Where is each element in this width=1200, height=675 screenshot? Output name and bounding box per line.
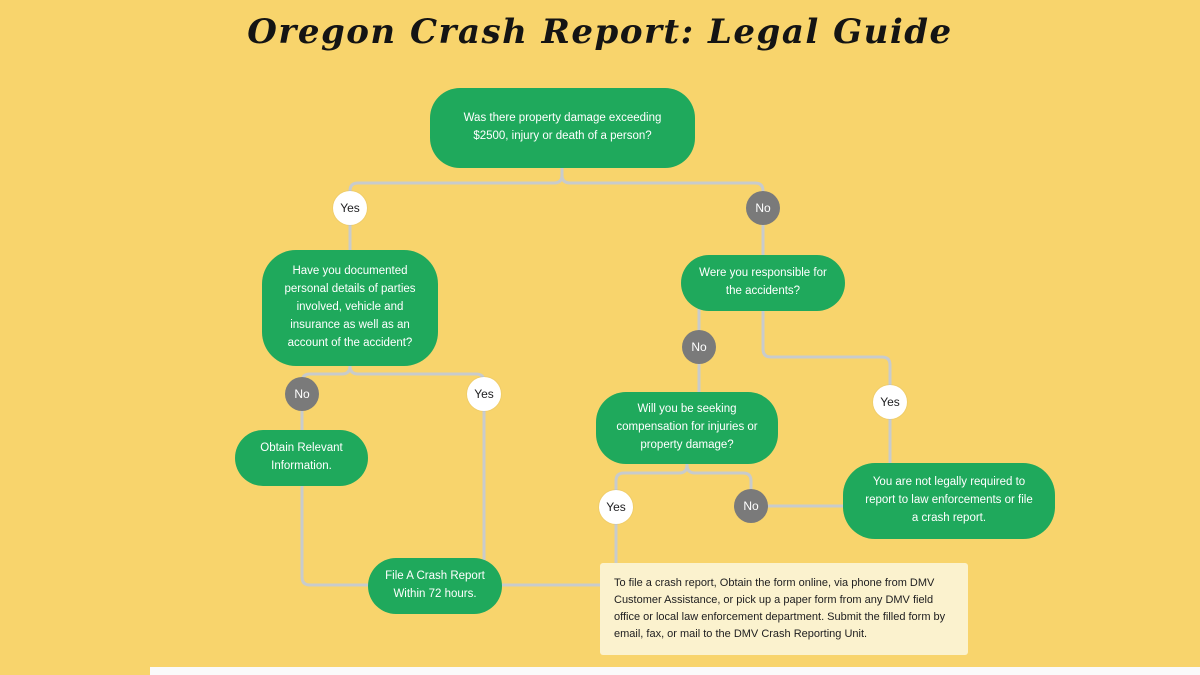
node-responsible-question: Were you responsible for the accidents? (681, 255, 845, 311)
node-file-crash-report: File A Crash Report Within 72 hours. (368, 558, 502, 614)
node-obtain-information: Obtain Relevant Information. (235, 430, 368, 486)
connector-damage-to-yes (348, 165, 564, 208)
edge-label-no-property-damage: No (746, 191, 780, 225)
connector-documented-to-yes (348, 361, 486, 394)
edge-label-no-responsible: No (682, 330, 716, 364)
connector-damage-to-no (560, 165, 765, 208)
bottom-edge-strip (150, 667, 1200, 675)
note-how-to-file: To file a crash report, Obtain the form … (600, 563, 968, 656)
node-documented-details-question: Have you documented personal details of … (262, 250, 438, 366)
connector-compensation-to-yes (614, 459, 689, 496)
edge-label-no-documented: No (285, 377, 319, 411)
edge-label-yes-compensation: Yes (599, 490, 633, 524)
connector-compensation-to-no (685, 459, 753, 496)
node-seeking-compensation-question: Will you be seeking compensation for inj… (596, 392, 778, 464)
node-property-damage-question: Was there property damage exceeding $250… (430, 88, 695, 168)
diagram-title: Oregon Crash Report: Legal Guide (247, 12, 953, 52)
node-not-legally-required: You are not legally required to report t… (843, 463, 1055, 539)
connector-yes-to-file-right (498, 515, 618, 587)
edge-label-yes-responsible: Yes (873, 385, 907, 419)
connector-responsible-to-yes (761, 307, 892, 390)
edge-label-yes-property-damage: Yes (333, 191, 367, 225)
connector-obtain-to-file (300, 481, 374, 587)
edge-label-no-compensation: No (734, 489, 768, 523)
edge-label-yes-documented: Yes (467, 377, 501, 411)
